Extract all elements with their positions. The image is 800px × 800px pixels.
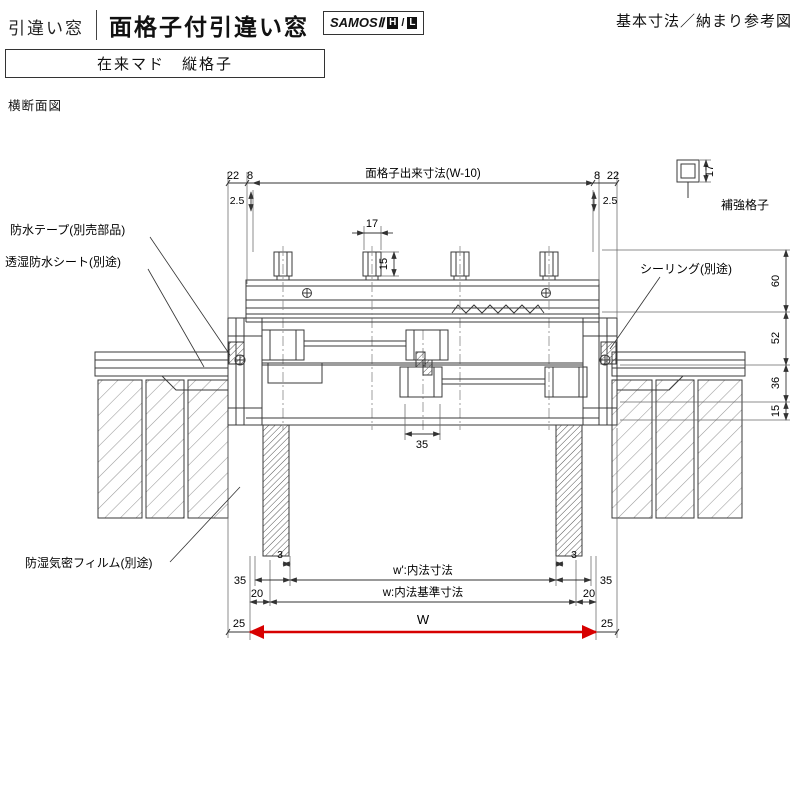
samos-brand-badge: SAMOSⅡ H / L	[323, 11, 425, 35]
dim-text-inner-width-label: w':内法寸法	[392, 563, 453, 577]
face-grille	[245, 251, 600, 315]
exterior-sash	[261, 329, 449, 361]
interlock-seal-2	[422, 359, 433, 376]
subtype-box: 在来マド 縦格子	[5, 49, 325, 78]
dim-text-35-center: 35	[416, 439, 428, 451]
dim-text-W: W	[417, 612, 430, 627]
dim-text-36: 36	[770, 377, 782, 389]
roller-detail	[267, 362, 323, 384]
dim-text-2-5-left: 2.5	[230, 195, 245, 207]
break-line	[451, 304, 545, 314]
dim-text-25-right: 25	[601, 618, 613, 630]
view-label: 横断面図	[8, 99, 63, 113]
dim-text-3-right: 3	[571, 549, 577, 561]
dim-text-15-right: 15	[770, 405, 782, 417]
callout-leaders	[147, 236, 661, 563]
grille-bar-2	[362, 251, 382, 281]
interior-sash	[399, 366, 588, 398]
dim-text-60: 60	[770, 275, 782, 287]
window-category: 引違い窓	[8, 19, 84, 38]
callout-moisture-film: 防湿気密フィルム(別途)	[25, 555, 153, 570]
dim-text-52: 52	[770, 332, 782, 344]
callout-reinforcement-grille: 補強格子	[721, 197, 769, 212]
brand-grade-h: H	[387, 17, 399, 29]
brand-grade-separator: /	[401, 17, 405, 29]
screw-symbol-left	[302, 288, 312, 298]
interior-pillar-right	[555, 424, 583, 557]
dim-text-8-left: 8	[247, 170, 253, 182]
center-lines	[282, 246, 550, 430]
callout-sealing: シーリング(別途)	[640, 261, 732, 276]
dim-text-35-right: 35	[600, 575, 612, 587]
dim-text-22-left: 22	[227, 170, 239, 182]
frame-jamb-right	[582, 317, 618, 426]
dim-text-base-width-label: w:内法基準寸法	[382, 585, 464, 599]
interior-pillar-left	[262, 424, 290, 557]
page-title: 面格子付引違い窓	[109, 14, 309, 40]
dim-text-20-right: 20	[583, 588, 595, 600]
header-divider	[96, 10, 97, 40]
dim-text-17-bar: 17	[366, 218, 378, 230]
dim-text-17-reinforcement: 17	[704, 165, 716, 177]
window-frame	[227, 314, 618, 426]
brand-name: SAMOSⅡ	[330, 15, 385, 30]
dim-text-22-right: 22	[607, 170, 619, 182]
sealant-left	[228, 341, 245, 365]
subtype-label: 在来マド 縦格子	[96, 56, 233, 73]
dim-text-20-left: 20	[251, 588, 263, 600]
dim-text-15-bar: 15	[378, 258, 390, 270]
page-header: 引違い窓 面格子付引違い窓 SAMOSⅡ H / L 基本寸法／納まり参考図	[0, 0, 800, 42]
dimension-lines	[225, 159, 789, 636]
frame-jamb-left	[227, 317, 263, 426]
reference-note: 基本寸法／納まり参考図	[615, 13, 792, 30]
screw-symbol-right	[541, 288, 551, 298]
sealant-right	[600, 341, 617, 365]
dim-text-3-left: 3	[277, 549, 283, 561]
dim-text-35-left: 35	[234, 575, 246, 587]
reinforcement-grille-detail	[676, 159, 700, 198]
dim-text-25-left: 25	[233, 618, 245, 630]
dim-text-2-5-right: 2.5	[603, 195, 618, 207]
callout-breathable-sheet: 透湿防水シート(別途)	[5, 254, 121, 269]
wall-right	[611, 351, 746, 519]
dim-text-grille-width-label: 面格子出来寸法(W-10)	[365, 166, 481, 180]
wall-left	[94, 351, 229, 519]
brand-grade-l: L	[407, 17, 418, 29]
dim-text-8-right: 8	[594, 170, 600, 182]
callout-waterproof-tape: 防水テープ(別売部品)	[10, 222, 125, 237]
